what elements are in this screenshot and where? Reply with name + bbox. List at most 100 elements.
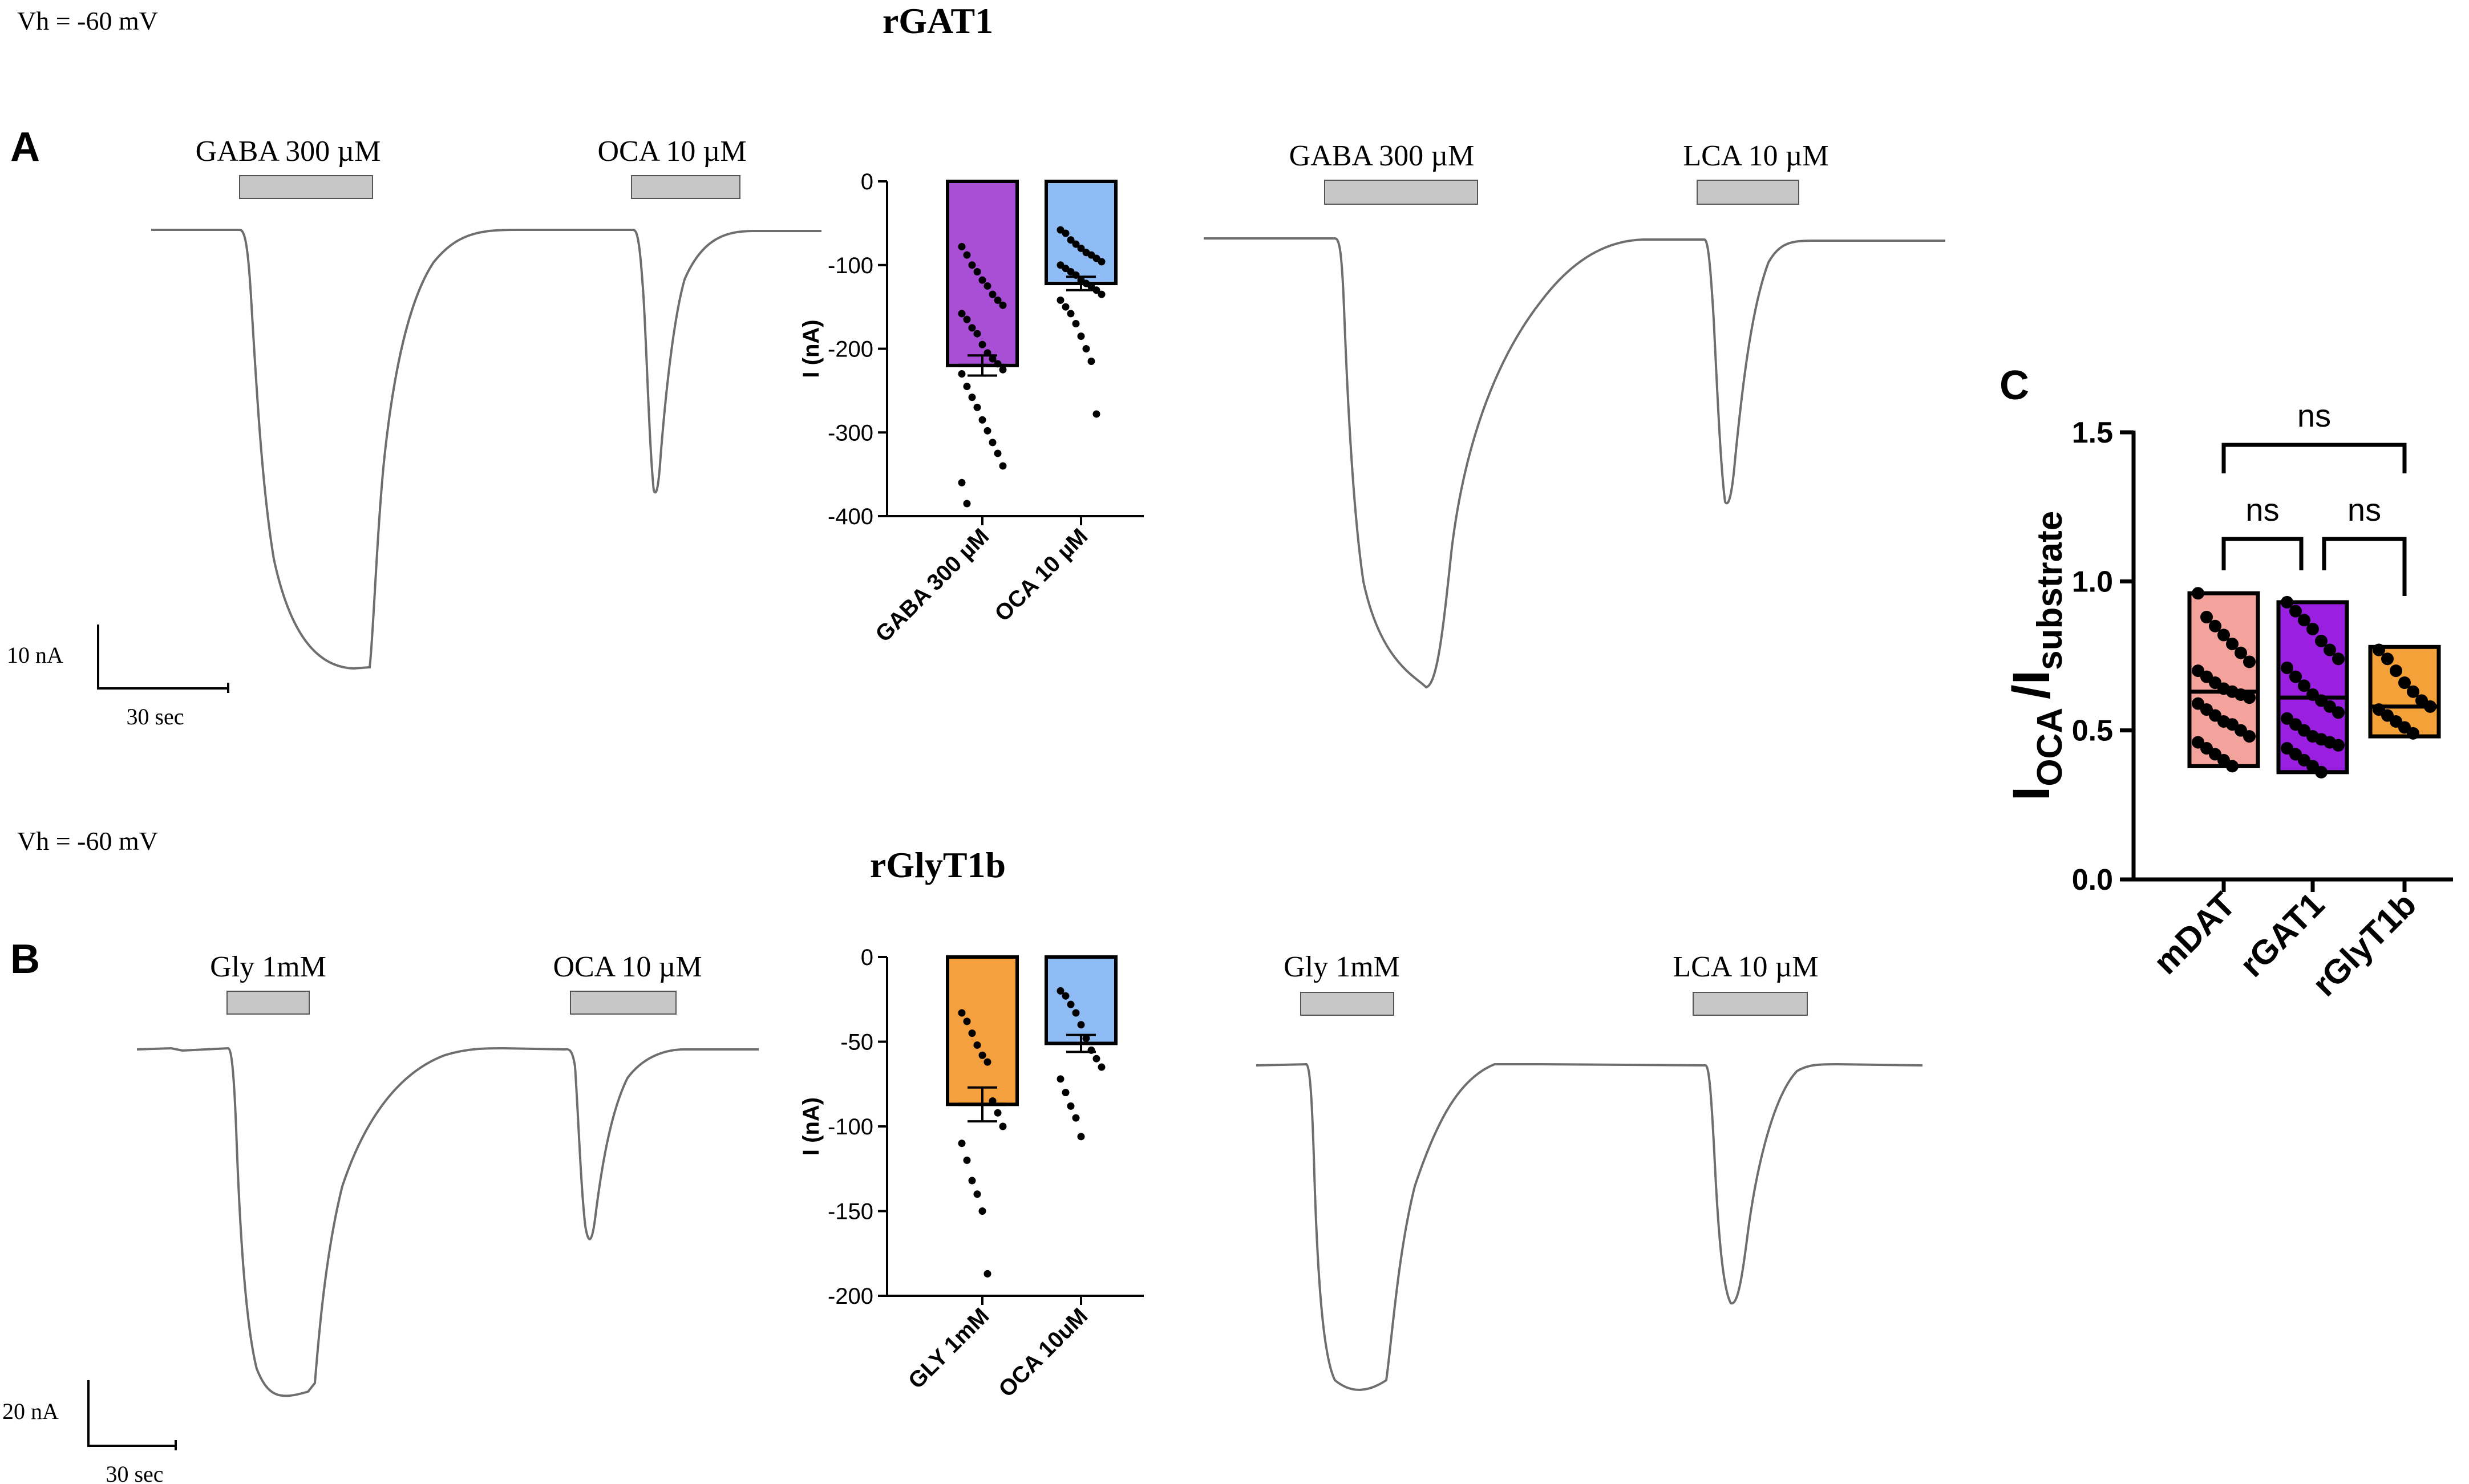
data-point <box>2315 765 2328 779</box>
data-point <box>978 416 986 424</box>
vh-label-b: Vh = -60 mV <box>17 826 158 855</box>
bar <box>1045 180 1118 286</box>
scale-current-b: 20 nA <box>2 1398 59 1424</box>
data-point <box>989 355 997 363</box>
pulse-label-a2-2: LCA 10 µM <box>1683 140 1828 172</box>
data-point <box>958 310 966 318</box>
data-point <box>2306 622 2319 635</box>
data-point <box>978 1051 986 1059</box>
application-bar-b2-2 <box>1693 992 1808 1016</box>
data-point <box>968 1029 976 1037</box>
y-tick-label: 0 <box>861 945 873 970</box>
data-point <box>2298 614 2310 627</box>
data-point <box>1082 1035 1090 1043</box>
data-point <box>989 1097 997 1105</box>
x-tick-label: GLY 1mM <box>904 1303 994 1393</box>
y-tick-label: -200 <box>828 1284 873 1309</box>
data-point <box>2192 587 2204 600</box>
panel-b-title: rGlyT1b <box>870 845 1006 885</box>
data-point <box>1057 1075 1064 1083</box>
y-tick-label: -200 <box>828 337 873 362</box>
data-point <box>1067 1000 1075 1008</box>
data-point <box>994 449 1002 457</box>
application-bar-a2-2 <box>1697 180 1799 205</box>
data-point <box>1072 1114 1080 1122</box>
data-point <box>994 360 1002 368</box>
pulse-label-b2-2: LCA 10 µM <box>1673 951 1818 983</box>
panel-a-title: rGAT1 <box>883 1 993 41</box>
data-point <box>1067 236 1075 244</box>
data-point <box>999 366 1007 374</box>
vh-label-a: Vh = -60 mV <box>17 6 158 35</box>
data-point <box>973 1041 981 1049</box>
pulse-label-b2-1: Gly 1mM <box>1284 951 1400 983</box>
data-point <box>1077 1133 1085 1141</box>
y-tick-label: 0 <box>861 169 873 194</box>
current-trace-a2 <box>1204 237 1945 689</box>
application-bar-a1-2 <box>631 175 740 199</box>
data-point <box>2424 700 2436 713</box>
data-point <box>2332 739 2345 752</box>
y-axis-label: I (nA) <box>799 319 824 378</box>
data-point <box>2390 664 2402 678</box>
data-point <box>983 1270 991 1278</box>
application-bar-b1-1 <box>226 991 310 1015</box>
data-point <box>1072 271 1080 279</box>
data-point <box>978 340 986 348</box>
bar <box>946 180 1019 367</box>
data-point <box>1092 410 1100 418</box>
y-tick-label: -100 <box>828 1114 873 1140</box>
data-point <box>994 1109 1002 1117</box>
scale-time-a: 30 sec <box>126 704 184 729</box>
data-point <box>963 1017 971 1025</box>
data-point <box>1062 1089 1070 1097</box>
data-point <box>2200 611 2213 624</box>
significance-label: ns <box>2347 492 2381 528</box>
y-tick-label: -150 <box>828 1199 873 1224</box>
y-label-part: I <box>2002 786 2061 801</box>
data-point <box>2226 760 2239 773</box>
pulse-label-a2-1: GABA 300 µM <box>1289 140 1475 172</box>
pulse-label-b1-1: Gly 1mM <box>210 951 326 983</box>
data-point <box>978 1207 986 1215</box>
scale-bar-a <box>97 625 229 693</box>
data-point <box>973 403 981 411</box>
y-axis-label: IOCA /Isubstrate <box>2002 511 2070 801</box>
data-point <box>2243 655 2256 668</box>
data-point <box>2407 685 2419 698</box>
data-point <box>1098 1063 1106 1071</box>
data-point <box>999 301 1007 309</box>
y-tick-label: 1.0 <box>2072 565 2113 598</box>
data-point <box>2217 629 2230 642</box>
data-point <box>2324 643 2336 656</box>
application-bar-a2-1 <box>1324 180 1478 205</box>
data-point <box>2243 691 2256 704</box>
x-tick-label: OCA 10uM <box>994 1303 1092 1402</box>
y-axis-label: I (nA) <box>799 1097 824 1155</box>
application-bar-a1-1 <box>239 175 373 199</box>
data-point <box>2209 619 2221 632</box>
scale-current-a: 10 nA <box>7 642 63 668</box>
data-point <box>2289 605 2302 618</box>
panel-letter-c: C <box>2000 363 2029 408</box>
data-point <box>2373 643 2385 656</box>
bar <box>1045 955 1118 1045</box>
data-point <box>1072 1009 1080 1017</box>
data-point <box>994 296 1002 304</box>
data-point <box>963 315 971 323</box>
data-point <box>983 282 991 290</box>
scale-time-b: 30 sec <box>106 1461 163 1484</box>
data-point <box>1062 229 1070 237</box>
x-tick-label: mDAT <box>2146 885 2243 982</box>
data-point <box>968 261 976 269</box>
data-point <box>973 267 981 275</box>
bar <box>946 955 1019 1106</box>
significance-label: ns <box>2297 398 2331 433</box>
data-point <box>1057 987 1064 995</box>
data-point <box>2407 727 2419 740</box>
data-point <box>968 324 976 332</box>
data-point <box>958 1140 966 1148</box>
data-point <box>2281 661 2293 674</box>
data-point <box>1067 1102 1075 1110</box>
